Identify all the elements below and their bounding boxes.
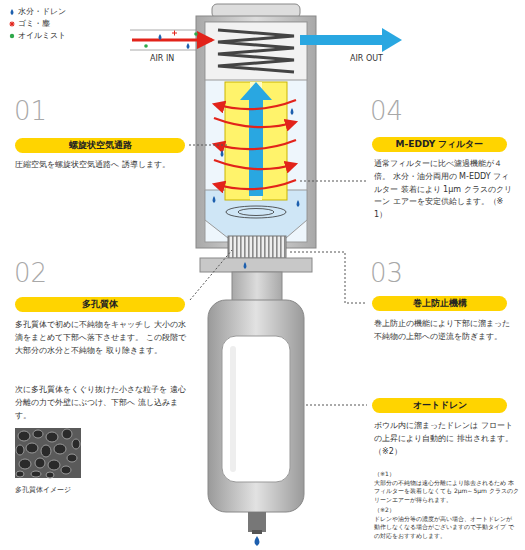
callout-body: 次に多孔質体をくぐり抜けた小さな粒子を 遠心分離の力で外壁にぶつけ、下部へ 流し…	[15, 384, 189, 422]
callout-heading-band: オートドレン	[372, 398, 507, 413]
callout-heading-band: 多孔質体	[15, 297, 185, 312]
callout-body: 圧縮空気を螺旋状空気通路へ 誘導します。	[15, 159, 187, 172]
heading-text: 螺旋状空気通路	[69, 139, 132, 152]
callout-body: ボウル内に溜まったドレンは フロートの上昇により自動的に 排出されます。（※2）	[374, 420, 514, 458]
air-label: AIR OUT	[350, 53, 383, 66]
callout-body: 多孔質体で初めに不純物をキャッチし 大小の水滴をまとめて下部へ落下させます。 こ…	[15, 319, 189, 357]
callout-number: 01	[14, 98, 47, 124]
callout-heading-band: 巻上防止機構	[372, 296, 507, 311]
footnote: 大部分の不純物は遠心分離により除去されるため 本フィルターを装着しなくても 2μ…	[374, 479, 519, 504]
callout-heading-band: M-EDDY フィルター	[372, 137, 507, 152]
footnote-mark: （※1）	[374, 470, 395, 478]
callout-number: 04	[370, 98, 403, 124]
legend-text: 水分・ドレン	[18, 6, 66, 19]
heading-text: 多孔質体	[82, 298, 118, 311]
legend-text: ゴミ・塵	[18, 18, 50, 31]
callout-body: 通常フィルターに比べ濾過機能が４倍。 水分・油分両用の M-EDDY フィルター…	[374, 158, 514, 222]
callout-body: 巻上防止の機能により下部に溜まった 不純物の上部への逆流を防ぎます。	[374, 318, 514, 344]
callout-number: 03	[370, 260, 403, 286]
heading-text: M-EDDY フィルター	[396, 138, 484, 151]
legend-text: オイルミスト	[18, 30, 66, 43]
callout-number: 02	[14, 260, 47, 286]
air-label: AIR IN	[150, 53, 174, 66]
footnote-mark: （※2）	[374, 506, 395, 514]
image-caption: 多孔質体イメージ	[15, 486, 71, 495]
heading-text: オートドレン	[413, 399, 467, 412]
footnote: ドレンや油分等の濃度が高い場合、オートドレンが 動作しなくなる場合がございますの…	[374, 515, 519, 540]
callout-heading-band: 螺旋状空気通路	[15, 138, 185, 153]
heading-text: 巻上防止機構	[413, 297, 467, 310]
